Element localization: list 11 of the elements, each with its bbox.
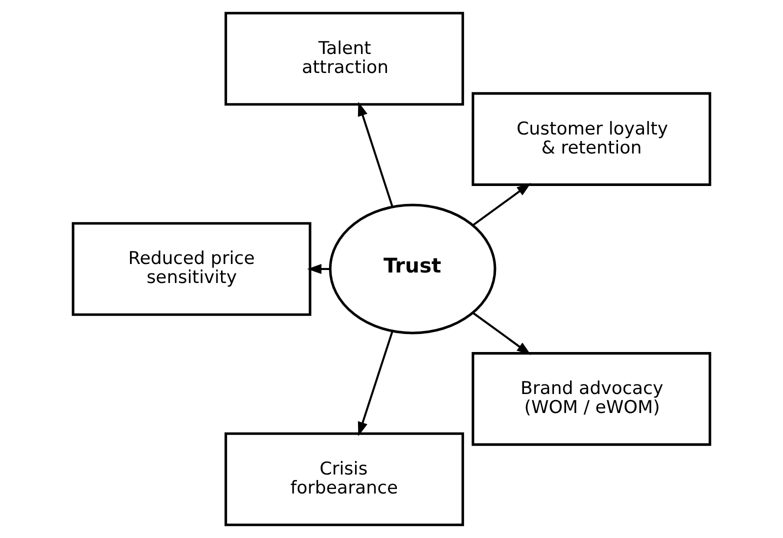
node-box: Crisis forbearance [224, 432, 464, 526]
node-box: Reduced price sensitivity [72, 222, 312, 316]
node-box: Customer loyalty & retention [472, 92, 712, 186]
node-ellipse: Trust [328, 204, 496, 334]
arrow [472, 312, 531, 356]
arrow [307, 264, 330, 274]
arrow [358, 331, 394, 436]
arrow [472, 182, 531, 226]
node-box: Brand advocacy (WOM / eWOM) [472, 352, 712, 446]
arrow [358, 102, 394, 207]
node-box: Talent attraction [224, 12, 464, 106]
